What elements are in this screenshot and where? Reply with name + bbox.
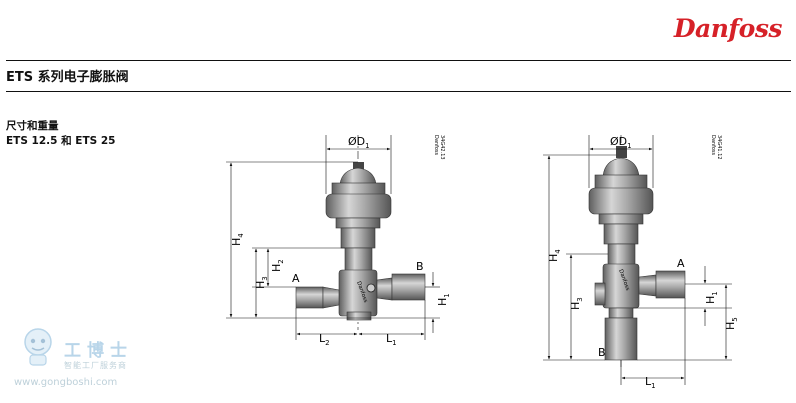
right-port-b-label: B	[598, 346, 606, 359]
svg-text:H1: H1	[704, 291, 719, 304]
right-dim-l1: L	[645, 375, 652, 388]
left-dim-h4: H	[230, 238, 243, 246]
svg-text:ØD1: ØD1	[348, 135, 370, 150]
right-dim-h4: H	[547, 254, 560, 262]
header-rule-top	[6, 60, 791, 61]
left-port-a-label: A	[292, 272, 300, 285]
header-rule-bottom	[6, 91, 791, 92]
left-drawing-code-line1: Danfoss	[433, 135, 439, 156]
svg-text:H1: H1	[436, 293, 451, 306]
left-dim-l1: L	[386, 332, 393, 345]
watermark-subtitle: 智能工厂服务商	[64, 361, 127, 370]
watermark-url: www.gongboshi.com	[14, 377, 118, 388]
svg-text:H5: H5	[724, 317, 739, 330]
section-heading-line2: ETS 12.5 和 ETS 25	[6, 135, 116, 147]
svg-text:L1: L1	[645, 375, 656, 390]
svg-text:H4: H4	[230, 233, 245, 246]
right-port-a-label: A	[677, 257, 685, 270]
svg-text:L1: L1	[386, 332, 397, 347]
right-drawing-code-line2: 34G41.12	[716, 135, 722, 160]
left-dim-h2: H	[270, 264, 283, 272]
watermark-name: 工博士	[64, 341, 133, 361]
section-heading-line1: 尺寸和重量	[6, 120, 59, 132]
right-dim-h1: H	[704, 296, 717, 304]
right-drawing-code-line1: Danfoss	[710, 135, 716, 156]
danfoss-logo: Danfoss	[673, 14, 783, 43]
left-drawing-code-line2: 34G42.13	[439, 135, 445, 160]
right-dim-od: ØD	[610, 135, 627, 148]
page-title: ETS 系列电子膨胀阀	[6, 70, 129, 85]
left-dim-h3: H	[254, 281, 267, 289]
watermark: 工博士 智能工厂服务商 www.gongboshi.com	[12, 322, 162, 392]
svg-text:ØD1: ØD1	[610, 135, 632, 150]
svg-text:H3: H3	[254, 276, 269, 289]
robot-mascot-icon	[24, 328, 52, 366]
left-port-b-label: B	[416, 260, 424, 273]
svg-text:H4: H4	[547, 249, 562, 262]
svg-text:H3: H3	[569, 297, 584, 310]
left-dim-l2: L	[319, 332, 326, 345]
right-valve-drawing: Danfoss ØD1 H4 H3 H1 H5 L1 A B	[543, 135, 739, 390]
right-dim-h5: H	[724, 322, 737, 330]
svg-text:H2: H2	[270, 259, 285, 272]
svg-text:L2: L2	[319, 332, 330, 347]
left-valve-drawing: Danfoss ØD1 H4 H2 H3 H1 L2 L1 A B	[226, 135, 451, 347]
left-dim-od: ØD	[348, 135, 365, 148]
section-heading: 尺寸和重量 ETS 12.5 和 ETS 25	[6, 119, 115, 149]
right-dim-h3: H	[569, 302, 582, 310]
left-dim-h1: H	[436, 298, 449, 306]
